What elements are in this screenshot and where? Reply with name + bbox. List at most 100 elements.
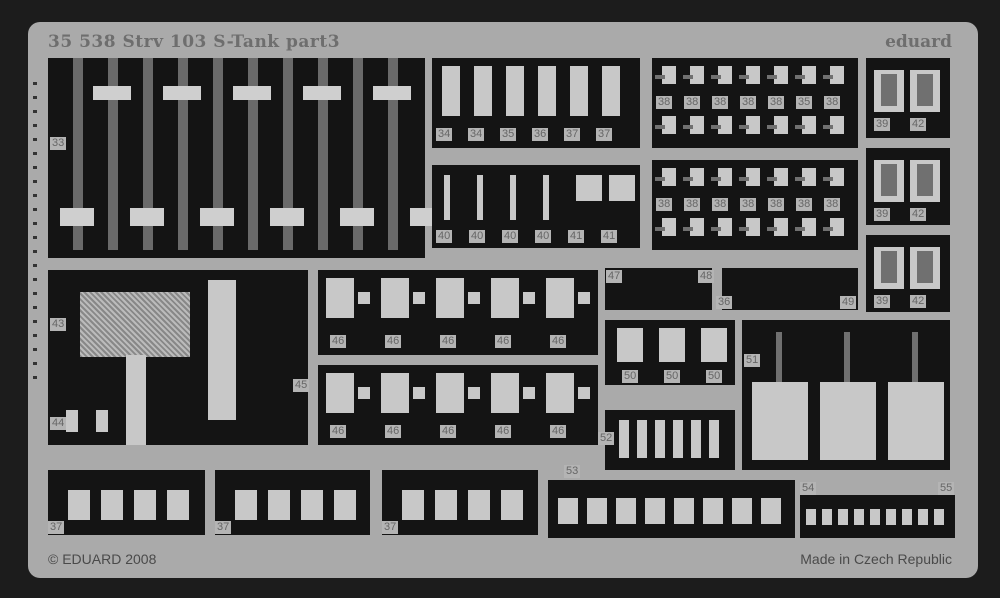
hinge-part — [746, 168, 760, 186]
hinge-part — [690, 116, 704, 134]
part-number: 46 — [385, 335, 402, 348]
periscope-lens — [917, 251, 933, 283]
part-number: 38 — [824, 96, 841, 109]
hinge-part — [690, 218, 704, 236]
bottom-panel — [48, 470, 205, 535]
rod-clamp — [200, 208, 234, 226]
hinge-part — [746, 218, 760, 236]
hinge-part — [802, 66, 816, 84]
rod-part — [283, 58, 293, 250]
rod-part — [388, 58, 398, 250]
fret-title: 35 538 Strv 103 S-Tank part3 — [48, 32, 341, 52]
hinge-part — [774, 168, 788, 186]
hinge-pin — [767, 227, 777, 231]
rod-part — [108, 58, 118, 250]
hatch-part — [491, 278, 519, 318]
cross-part — [701, 328, 727, 362]
part-number: 38 — [712, 96, 729, 109]
hatch-part — [436, 278, 464, 318]
part-number: 39 — [874, 118, 891, 131]
hatch-part — [381, 278, 409, 318]
small-clip-part — [838, 509, 848, 525]
rod-part — [318, 58, 328, 250]
hinge-pin — [739, 177, 749, 181]
part-number: 38 — [684, 198, 701, 211]
part-number: 35 — [500, 128, 517, 141]
panel-j — [605, 268, 712, 310]
rod-part — [353, 58, 363, 250]
brand-logo: eduard — [885, 32, 952, 52]
part-number: 36 — [716, 296, 733, 309]
hinge-pin — [683, 227, 693, 231]
hinge-part — [802, 116, 816, 134]
hinge-part — [718, 66, 732, 84]
disc-part — [523, 292, 535, 304]
part-number: 37 — [596, 128, 613, 141]
bracket-part — [442, 66, 460, 116]
hinge-part — [830, 116, 844, 134]
part-number: 38 — [740, 96, 757, 109]
c-clip-part — [235, 490, 257, 520]
part-number: 38 — [768, 198, 785, 211]
rod-part — [73, 58, 83, 250]
fitting-part — [609, 175, 635, 201]
part-number: 55 — [938, 482, 955, 495]
part-number: 51 — [744, 354, 761, 367]
rod-cap — [163, 86, 201, 100]
rod-part — [143, 58, 153, 250]
rod-clamp — [60, 208, 94, 226]
part-number: 47 — [606, 270, 623, 283]
part-number: 38 — [768, 96, 785, 109]
part-number: 46 — [550, 335, 567, 348]
arm-part — [912, 332, 918, 382]
copyright: © EDUARD 2008 — [48, 551, 157, 567]
fitting-part — [543, 175, 549, 220]
c-clip-part — [402, 490, 424, 520]
mesh-panel — [48, 270, 308, 445]
rod-clamp — [270, 208, 304, 226]
rod-cap — [303, 86, 341, 100]
periscope-lens — [881, 251, 897, 283]
rod-clamp — [130, 208, 164, 226]
part-number: 33 — [50, 137, 67, 150]
mudflap-part — [820, 382, 876, 460]
disc-part — [523, 387, 535, 399]
hinge-part — [802, 218, 816, 236]
hinge-part — [774, 66, 788, 84]
part-number: 46 — [330, 335, 347, 348]
c-clip-part — [268, 490, 290, 520]
part-number: 42 — [910, 118, 927, 131]
rod-part — [178, 58, 188, 250]
hinge-part — [718, 116, 732, 134]
hinge-part — [830, 218, 844, 236]
part-number: 40 — [535, 230, 552, 243]
frame-part — [208, 280, 236, 420]
part-number: 34 — [468, 128, 485, 141]
c-clip-part — [101, 490, 123, 520]
hatch-part — [491, 373, 519, 413]
part-number: 34 — [436, 128, 453, 141]
arm-part — [776, 332, 782, 382]
hinge-part — [662, 218, 676, 236]
c-clip-part — [587, 498, 607, 524]
panel-m — [605, 410, 735, 470]
bracket-part — [570, 66, 588, 116]
hatch-part — [326, 278, 354, 318]
hinge-part — [746, 116, 760, 134]
rod-cap — [93, 86, 131, 100]
part-number: 46 — [440, 425, 457, 438]
c-clip-part — [468, 490, 490, 520]
part-number: 42 — [910, 208, 927, 221]
rod-cap — [233, 86, 271, 100]
c-clip-part — [435, 490, 457, 520]
part-number: 38 — [684, 96, 701, 109]
hinge-pin — [711, 227, 721, 231]
rod-part — [213, 58, 223, 250]
hinge-part — [662, 168, 676, 186]
hinge-pin — [823, 75, 833, 79]
bracket-part — [474, 66, 492, 116]
hinge-part — [662, 66, 676, 84]
part-number: 38 — [740, 198, 757, 211]
link-part — [673, 420, 683, 458]
part-number: 46 — [550, 425, 567, 438]
